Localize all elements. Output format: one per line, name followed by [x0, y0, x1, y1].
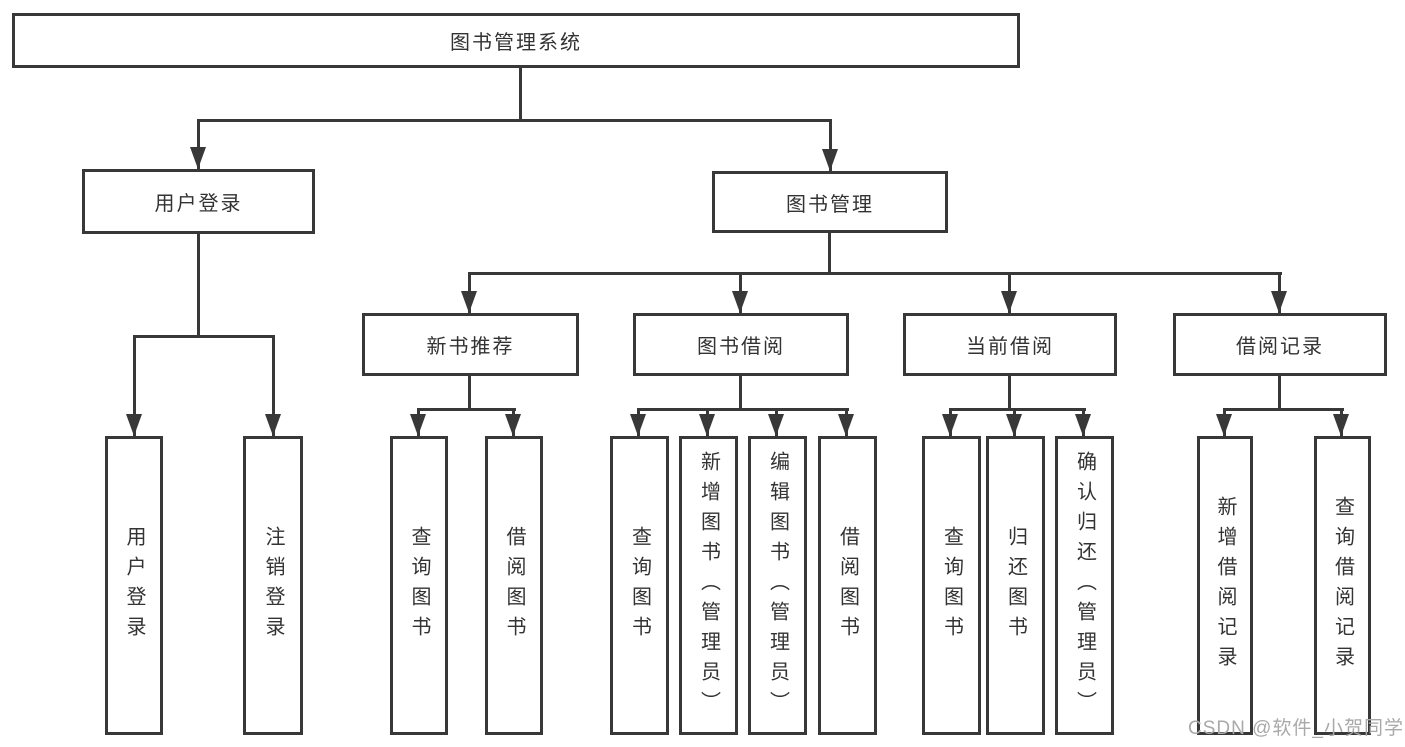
node-user-login: 用户登录: [82, 169, 315, 234]
node-label: 当前借阅: [966, 336, 1054, 358]
leaf-confirm-return-admin: 确认归还（管理员）: [1055, 436, 1114, 735]
node-label: 查询借阅记录: [1331, 495, 1354, 676]
edge-horizontal: [468, 272, 1282, 275]
node-label: 用户登录: [123, 525, 145, 646]
arrowhead-down-icon: [732, 291, 748, 313]
arrowhead-down-icon: [265, 414, 281, 436]
csdn-watermark: CSDN @软件_小贺同学: [1188, 718, 1404, 739]
edge-vertical: [1008, 376, 1011, 411]
node-book-borrowing: 图书借阅: [633, 313, 849, 376]
leaf-borrow-books: 借阅图书: [485, 436, 543, 735]
node-current-borrowing: 当前借阅: [903, 313, 1117, 376]
node-label: 归还图书: [1004, 525, 1027, 646]
node-label: 借阅图书: [503, 525, 525, 646]
edge-vertical: [829, 119, 832, 171]
arrowhead-down-icon: [630, 414, 646, 436]
leaf-query-books: 查询图书: [922, 436, 981, 735]
edge-vertical: [197, 234, 200, 338]
node-label: 新增借阅记录: [1214, 495, 1236, 676]
leaf-query-borrow-record: 查询借阅记录: [1314, 436, 1371, 735]
edge-vertical: [519, 66, 522, 122]
edge-horizontal: [197, 119, 832, 122]
edge-vertical: [272, 335, 275, 436]
arrowhead-down-icon: [822, 149, 838, 171]
node-library-management-system: 图书管理系统: [12, 13, 1020, 68]
leaf-borrow-books: 借阅图书: [818, 436, 877, 735]
leaf-add-books-admin: 新增图书（管理员）: [679, 436, 738, 735]
node-label: 新增图书（管理员）: [697, 450, 720, 721]
arrowhead-down-icon: [1271, 291, 1287, 313]
node-label: 查询图书: [628, 525, 651, 646]
node-label: 借阅记录: [1236, 336, 1324, 358]
leaf-return-books: 归还图书: [986, 436, 1045, 735]
arrowhead-down-icon: [1001, 291, 1017, 313]
node-label: 用户登录: [154, 193, 243, 215]
node-book-management: 图书管理: [712, 171, 948, 233]
arrowhead-down-icon: [190, 147, 206, 169]
edge-vertical: [828, 233, 831, 275]
node-label: 注销登录: [262, 525, 284, 646]
arrowhead-down-icon: [505, 414, 521, 436]
node-label: 图书管理: [786, 193, 874, 216]
edge-vertical: [133, 335, 136, 436]
node-label: 图书管理系统: [450, 32, 582, 54]
leaf-user-login: 用户登录: [105, 436, 163, 735]
arrowhead-down-icon: [1333, 414, 1349, 436]
node-label: 查询图书: [408, 525, 430, 646]
edge-horizontal: [949, 408, 1086, 411]
edge-horizontal: [1223, 408, 1344, 411]
leaf-logout: 注销登录: [243, 436, 303, 735]
arrowhead-down-icon: [942, 414, 958, 436]
arrowhead-down-icon: [410, 414, 426, 436]
node-label: 编辑图书（管理员）: [766, 450, 789, 721]
edge-horizontal: [417, 408, 516, 411]
node-label: 新书推荐: [426, 336, 515, 358]
leaf-query-books: 查询图书: [610, 436, 669, 735]
edge-vertical: [468, 376, 471, 411]
edge-horizontal: [637, 408, 849, 411]
edge-vertical: [197, 119, 200, 169]
arrowhead-down-icon: [1075, 414, 1091, 436]
node-label: 查询图书: [940, 525, 963, 646]
leaf-query-books: 查询图书: [390, 436, 448, 735]
arrowhead-down-icon: [838, 414, 854, 436]
arrowhead-down-icon: [768, 414, 784, 436]
node-label: 确认归还（管理员）: [1073, 450, 1096, 721]
leaf-add-borrow-record: 新增借阅记录: [1197, 436, 1253, 735]
arrowhead-down-icon: [126, 414, 142, 436]
edge-horizontal: [133, 335, 275, 338]
leaf-edit-books-admin: 编辑图书（管理员）: [748, 436, 807, 735]
arrowhead-down-icon: [1216, 414, 1232, 436]
arrowhead-down-icon: [699, 414, 715, 436]
edge-vertical: [1278, 376, 1281, 411]
node-label: 图书借阅: [697, 336, 785, 358]
node-label: 借阅图书: [836, 525, 859, 646]
arrowhead-down-icon: [1006, 414, 1022, 436]
edge-vertical: [739, 376, 742, 411]
node-borrowing-records: 借阅记录: [1173, 313, 1387, 376]
node-new-book-recommendation: 新书推荐: [362, 313, 579, 376]
arrowhead-down-icon: [461, 291, 477, 313]
